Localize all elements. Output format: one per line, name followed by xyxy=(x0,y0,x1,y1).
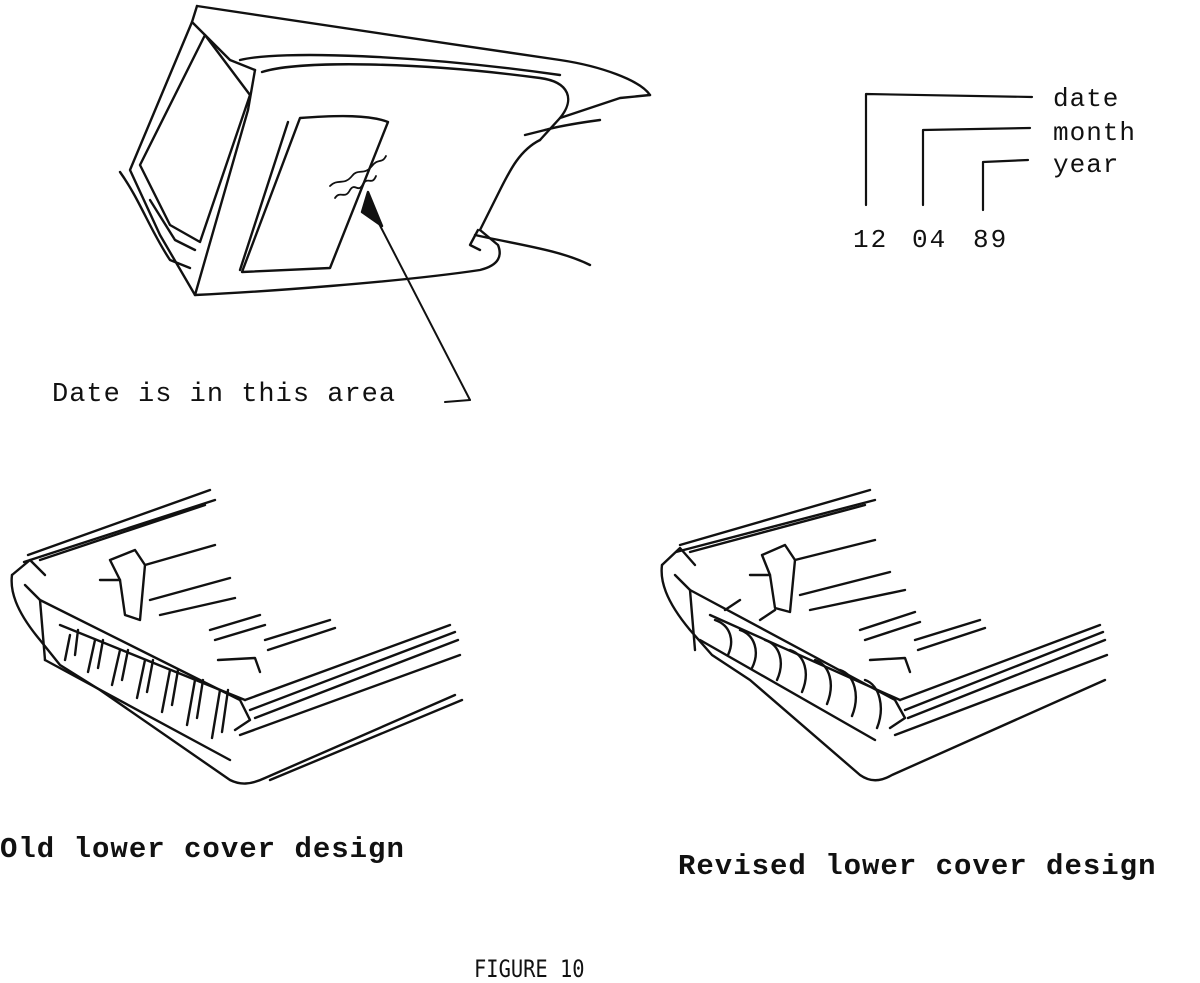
revised-lower-cover-illustration xyxy=(660,488,1109,782)
date-code-label-date: date xyxy=(1053,84,1120,114)
date-location-callout: Date is in this area xyxy=(52,380,397,410)
date-code-digits-month: 04 xyxy=(912,225,948,255)
date-code-brackets xyxy=(864,92,1034,212)
handheld-device-illustration xyxy=(118,4,652,403)
revised-cover-caption: Revised lower cover design xyxy=(678,850,1157,883)
old-lower-cover-illustration xyxy=(10,488,464,785)
date-code-digits-date: 12 xyxy=(853,225,889,255)
date-code-label-year: year xyxy=(1053,150,1120,180)
date-code-digits-year: 89 xyxy=(973,225,1009,255)
figure-title: FIGURE 10 xyxy=(474,955,585,983)
old-cover-caption: Old lower cover design xyxy=(0,833,405,866)
date-code-label-month: month xyxy=(1053,118,1137,148)
